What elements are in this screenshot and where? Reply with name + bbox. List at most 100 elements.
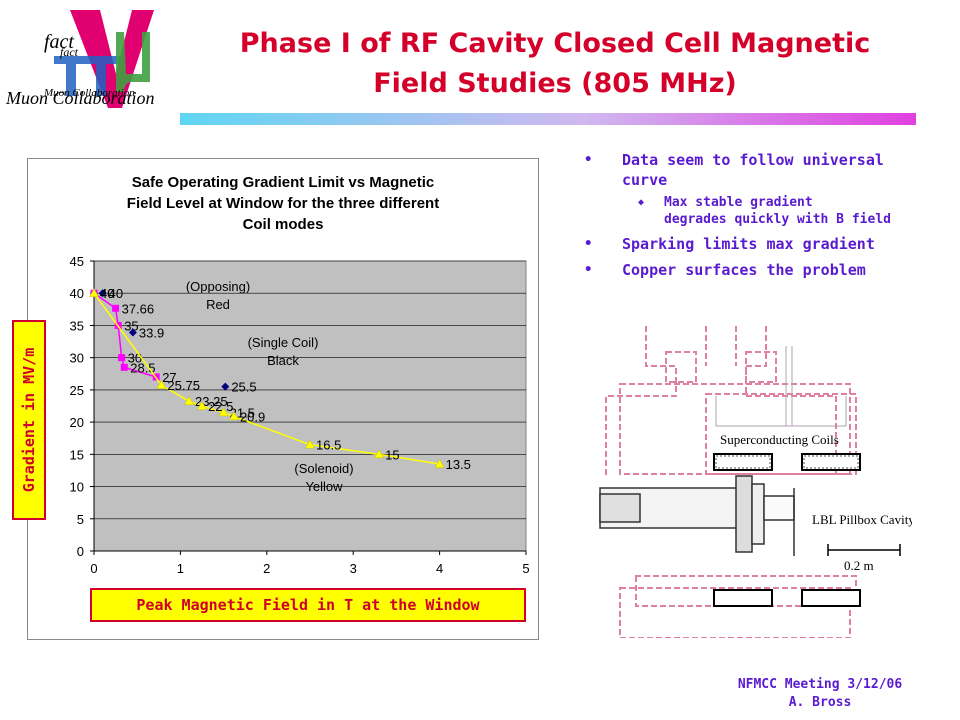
x-tick-label: 1: [177, 561, 184, 576]
yellow-data-label: 22.5: [208, 399, 233, 414]
coil-right: [801, 453, 861, 471]
logo-fact-word-small: fact: [60, 45, 79, 59]
bullet-marker-icon: •: [584, 262, 593, 278]
y-tick-label: 5: [77, 512, 84, 527]
yellow-data-point: [305, 439, 315, 449]
sub-bullet-marker-icon: ◆: [638, 197, 645, 208]
bullet-text: curve: [622, 171, 668, 189]
slide-title: Phase I of RF Cavity Closed Cell Magneti…: [190, 24, 920, 104]
annotation-yellow-color: Yellow: [305, 479, 343, 494]
black-data-label: 33.9: [139, 326, 164, 341]
scale-bar: [827, 544, 901, 556]
red-data-point: [112, 304, 120, 312]
coil-lower-right: [801, 589, 861, 607]
y-tick-label: 45: [70, 254, 84, 269]
red-data-label: 28.5: [130, 360, 155, 375]
y-tick-label: 35: [70, 318, 84, 333]
bullet-text: Sparking limits max gradient: [622, 235, 875, 253]
coil-housing-outline: [605, 326, 857, 638]
annotation-red-mode: (Opposing): [186, 279, 250, 294]
logo-collab-large: Muon Collaboration: [5, 88, 155, 108]
beam-pipe: [599, 475, 795, 556]
logo-fact-word: fact: [44, 31, 74, 53]
red-data-point: [118, 354, 126, 362]
yellow-data-point: [184, 396, 194, 405]
logo-collab-small: Muon Collaboration: [43, 87, 135, 99]
annotation-red-color: Red: [206, 297, 230, 312]
y-tick-label: 30: [70, 351, 84, 366]
red-data-label: 40: [100, 286, 114, 301]
x-tick-label: 2: [263, 561, 270, 576]
yellow-data-label: 40: [100, 286, 114, 301]
yellow-data-label: 20.9: [240, 409, 265, 424]
bullet-item: • Copper surfaces the problem: [582, 260, 942, 280]
yellow-data-point: [218, 407, 229, 417]
footer-author: A. Bross: [788, 695, 852, 710]
x-tick-label: 0: [90, 561, 97, 576]
bullet-text: Copper surfaces the problem: [622, 261, 866, 279]
logo-mu-letter: [116, 32, 150, 92]
footer-meeting: NFMCC Meeting 3/12/06: [737, 677, 903, 692]
y-tick-label: 25: [70, 383, 84, 398]
annotation-black-mode: (Single Coil): [248, 335, 319, 350]
chart-frame: Safe Operating Gradient Limit vs Magneti…: [27, 158, 539, 640]
bullet-marker-icon: •: [584, 152, 593, 168]
y-tick-label: 15: [70, 447, 84, 462]
bullet-list: • Data seem to follow universal curve ◆ Max …: [582, 150, 942, 286]
yellow-data-point: [197, 400, 207, 410]
slide-title-line-1: Phase I of RF Cavity Closed Cell Magneti…: [239, 28, 871, 59]
chart-title-line: Coil modes: [243, 216, 324, 233]
bullet-item: • Sparking limits max gradient: [582, 234, 942, 254]
chart-title-line: Safe Operating Gradient Limit vs Magneti…: [132, 174, 435, 191]
logo-pi-letter: [54, 56, 122, 96]
yellow-data-point: [434, 458, 445, 468]
plot-area: [93, 260, 527, 552]
y-tick-label: 10: [70, 480, 84, 495]
gradient-vs-field-chart: Safe Operating Gradient Limit vs Magneti…: [70, 174, 530, 576]
cavity-label: LBL Pillbox Cavity: [812, 512, 912, 527]
y-axis-label: Gradient in MV/m: [20, 347, 38, 493]
black-data-label: 25.5: [231, 380, 256, 395]
yellow-data-label: 25.75: [167, 378, 200, 393]
coils-label: Superconducting Coils: [720, 432, 839, 447]
y-axis-label-box: Gradient in MV/m: [12, 320, 46, 520]
x-tick-label: 3: [350, 561, 357, 576]
yellow-data-label: 13.5: [446, 457, 471, 472]
chart-title-line: Field Level at Window for the three diff…: [127, 195, 439, 212]
sub-bullet-text: Max stable gradient: [664, 195, 813, 210]
black-data-point: [98, 289, 107, 298]
yellow-data-point: [156, 380, 167, 389]
cavity-inner-lines: [715, 346, 847, 427]
annotation-yellow-mode: (Solenoid): [294, 461, 353, 476]
red-data-label: 37.66: [122, 301, 155, 316]
red-data-label: 35: [124, 318, 138, 333]
x-axis-label: Peak Magnetic Field in T at the Window: [136, 596, 480, 614]
yellow-data-point: [229, 411, 239, 421]
annotation-black-color: Black: [267, 353, 299, 368]
scale-label: 0.2 m: [844, 558, 874, 573]
black-data-point: [128, 328, 137, 337]
bullet-item: • Data seem to follow universal curve: [582, 150, 942, 190]
cavity-diagram: Superconducting Coils LBL Pillbox Cavity…: [599, 326, 912, 638]
title-gradient-bar: [180, 113, 916, 125]
coil-left: [713, 453, 773, 471]
yellow-data-label: 15: [385, 447, 399, 462]
sub-bullet-text: degrades quickly with B field: [664, 212, 891, 227]
bullet-text: Data seem to follow universal: [622, 151, 884, 169]
bullet-marker-icon: •: [584, 236, 593, 252]
x-axis-label-box: Peak Magnetic Field in T at the Window: [90, 588, 526, 622]
black-data-label: 40: [109, 286, 123, 301]
sub-bullet-item: ◆ Max stable gradient degrades quickly wit…: [582, 194, 942, 228]
yellow-data-point: [374, 449, 385, 459]
muon-collaboration-logo: fact fact Muon Collaboration Muon Collab…: [5, 10, 155, 108]
red-data-label: 27: [162, 370, 176, 385]
black-data-point: [221, 382, 230, 391]
coil-lower-left: [713, 589, 773, 607]
red-data-point: [120, 363, 128, 371]
yellow-data-label: 16.5: [316, 438, 341, 453]
red-series-line: [93, 292, 157, 378]
slide-title-line-2: Field Studies (805 MHz): [373, 68, 737, 99]
y-tick-label: 40: [70, 286, 84, 301]
slide-footer: NFMCC Meeting 3/12/06 A. Bross: [700, 676, 940, 712]
yellow-data-point: [89, 288, 99, 297]
